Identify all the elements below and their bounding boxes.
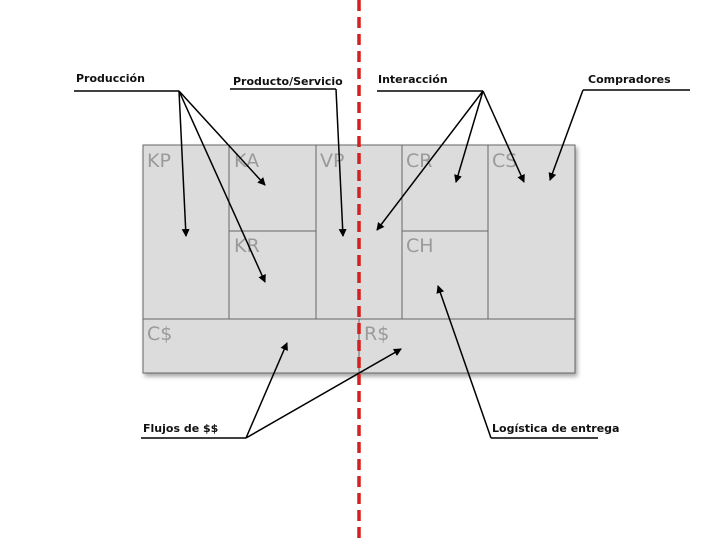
block-kr-label: KR <box>234 235 260 257</box>
callout-flujos: Flujos de $$ <box>143 422 218 435</box>
callout-compradores: Compradores <box>588 73 671 86</box>
arrow-produccion-ka <box>178 90 266 186</box>
arrow-compradores-cs <box>548 89 584 181</box>
block-ka-label: KA <box>234 150 259 172</box>
callout-arrows <box>178 88 584 439</box>
block-revenue-label: R$ <box>364 323 389 345</box>
arrow-flujos-revenue <box>245 348 402 439</box>
block-kp-label: KP <box>147 150 171 172</box>
block-cr-label: CR <box>406 150 432 172</box>
block-cs-label: CS <box>492 150 517 172</box>
callout-produccion: Producción <box>76 72 145 85</box>
callout-interaccion: Interacción <box>378 73 448 86</box>
arrow-interaccion-cs <box>482 90 525 183</box>
arrow-interaccion-cr <box>454 90 484 183</box>
arrow-produccion-kr <box>178 90 266 283</box>
arrow-producto-vp <box>335 88 347 237</box>
arrow-logistica-ch <box>436 285 492 439</box>
arrow-flujos-cost <box>245 342 288 439</box>
arrow-interaccion-vp <box>376 90 484 231</box>
block-ch-label: CH <box>406 235 434 257</box>
block-cost-label: C$ <box>147 323 172 345</box>
arrow-produccion-kp <box>178 90 190 237</box>
callout-underlines <box>74 88 690 439</box>
callout-logistica: Logística de entrega <box>492 422 619 435</box>
block-vp-label: VP <box>320 150 344 172</box>
callout-producto-servicio: Producto/Servicio <box>233 75 343 88</box>
